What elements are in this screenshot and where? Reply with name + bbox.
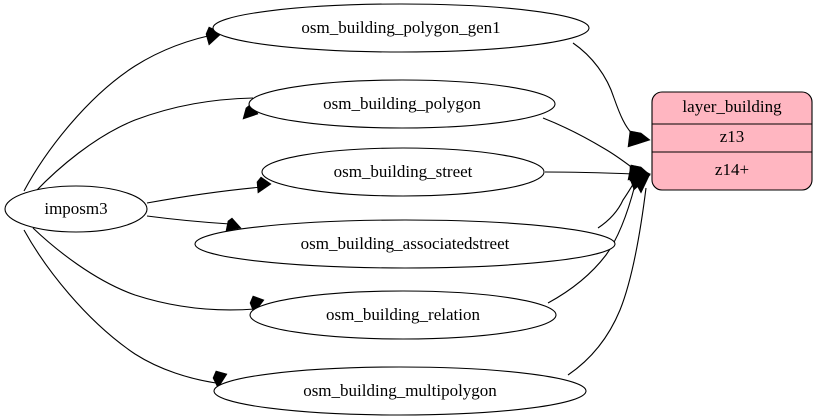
edge-osm_building_street-to-layer_building-z14 [544, 171, 635, 175]
node-osm_building_polygon[interactable]: osm_building_polygon [248, 79, 556, 129]
node-osm_building_polygon_gen1[interactable]: osm_building_polygon_gen1 [212, 3, 590, 53]
edge-osm_building_polygon-to-layer_building-z14 [542, 117, 635, 170]
arrowhead-multipolygon-to-z14 [633, 173, 651, 194]
edge-osm_building_relation-to-layer_building-z14 [547, 184, 636, 304]
edges-from-imposm3 [23, 26, 272, 389]
edge-imposm3-to-osm_building_associatedstreet [146, 215, 231, 225]
record-row-title-label: layer_building [682, 97, 782, 116]
node-osm_building_multipolygon-label: osm_building_multipolygon [303, 381, 497, 400]
node-osm_building_polygon_gen1-shape[interactable] [212, 3, 590, 53]
node-layer_building-shape[interactable] [651, 91, 813, 191]
node-osm_building_multipolygon[interactable]: osm_building_multipolygon [213, 366, 587, 416]
node-osm_building_associatedstreet-shape[interactable] [194, 219, 616, 269]
edges-to-layer-building [542, 42, 651, 376]
node-osm_building_associatedstreet-label: osm_building_associatedstreet [301, 234, 510, 253]
node-osm_building_polygon-label: osm_building_polygon [323, 94, 481, 113]
edge-imposm3-to-osm_building_polygon_gen1 [23, 32, 223, 192]
record-row-z13-label: z13 [720, 127, 745, 146]
edge-imposm3-to-osm_building_relation [32, 227, 256, 311]
node-osm_building_relation-label: osm_building_relation [326, 305, 480, 324]
node-imposm3-label: imposm3 [44, 199, 107, 218]
edge-imposm3-to-osm_building_multipolygon [23, 229, 217, 384]
edge-imposm3-to-osm_building_street [146, 186, 263, 204]
node-osm_building_relation[interactable]: osm_building_relation [249, 290, 557, 340]
edge-osm_building_polygon_gen1-to-layer_building-z13 [572, 42, 635, 137]
edge-osm_building_multipolygon-to-layer_building-z14 [567, 187, 647, 376]
arrowhead-gen1-to-z13 [627, 130, 651, 148]
node-layer_building[interactable]: layer_building z13 z14+ [651, 91, 813, 191]
node-imposm3-shape[interactable] [4, 185, 148, 233]
node-osm_building_associatedstreet[interactable]: osm_building_associatedstreet [194, 219, 616, 269]
node-osm_building_multipolygon-shape[interactable] [213, 366, 587, 416]
node-imposm3[interactable]: imposm3 [4, 185, 148, 233]
node-osm_building_relation-shape[interactable] [249, 290, 557, 340]
edge-imposm3-to-osm_building_polygon [34, 97, 254, 193]
node-osm_building_polygon-shape[interactable] [248, 79, 556, 129]
node-osm_building_polygon_gen1-label: osm_building_polygon_gen1 [301, 18, 500, 37]
arrowhead-imposm3-to-osm_building_street [256, 176, 272, 194]
record-row-z14-label: z14+ [715, 160, 749, 179]
node-osm_building_street-shape[interactable] [261, 147, 545, 197]
node-osm_building_street-label: osm_building_street [334, 162, 473, 181]
node-osm_building_street[interactable]: osm_building_street [261, 147, 545, 197]
arrowhead-imposm3-to-osm_building_multipolygon [212, 370, 228, 389]
